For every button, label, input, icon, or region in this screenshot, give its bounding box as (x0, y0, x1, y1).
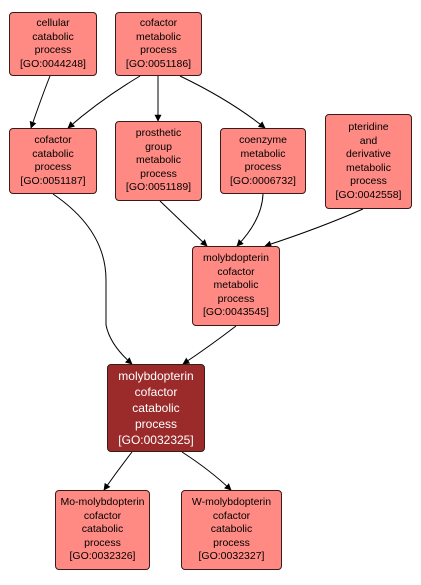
node-prosthetic-group-metabolic-process[interactable]: prosthetic group metabolic process [GO:0… (115, 121, 202, 201)
node-go-id: [GO:0042558] (335, 188, 402, 201)
node-cellular-catabolic-process[interactable]: cellular catabolic process [GO:0044248] (9, 12, 97, 76)
edge-prosthetic-group-to-molybdopterin-metabolic (159, 200, 208, 247)
edge-cofactor-catabolic-to-molybdopterin-catabolic (52, 193, 133, 365)
node-term-label: derivative (346, 148, 391, 160)
edge-coenzyme-to-molybdopterin-metabolic (236, 193, 264, 247)
edge-pteridine-to-molybdopterin-metabolic (264, 208, 364, 248)
node-term-label: pteridine (348, 121, 389, 133)
node-go-id: [GO:0043545] (203, 306, 269, 319)
node-term-label: and (359, 134, 378, 147)
node-term-label: catabolic (132, 401, 180, 415)
edge-cellular-catabolic-to-cofactor-catabolic (29, 75, 51, 129)
node-term-label: process (213, 536, 250, 549)
node-term-label: process (217, 292, 255, 305)
node-molybdopterin-cofactor-metabolic-process[interactable]: molybdopterin cofactor metabolic process… (192, 246, 280, 326)
edge-molybdopterin-metabolic-to-molybdopterin-catabolic (182, 325, 237, 365)
node-go-id: [GO:0032327] (198, 550, 265, 563)
node-term-label: process (84, 536, 121, 549)
node-term-label: metabolic (240, 147, 286, 160)
node-term-label: process (34, 44, 72, 56)
node-mo-molybdopterin-cofactor-catabolic-process[interactable]: Mo-molybdopterin cofactor catabolic proc… (55, 490, 150, 570)
node-term-label: molybdopterin (203, 252, 269, 265)
node-term-label: group (145, 140, 172, 153)
edge-molybdopterin-catabolic-to-w-molybdopterin (181, 451, 232, 491)
node-term-label: cofactor (212, 509, 251, 522)
node-term-label: metabolic (136, 154, 181, 167)
node-term-label: Mo-molybdopterin (60, 496, 145, 509)
node-term-label: cofactor (83, 509, 122, 522)
node-term-label: process (134, 417, 177, 431)
node-term-label: prosthetic (135, 127, 182, 140)
node-term-label: catabolic (81, 523, 124, 536)
node-go-id: [GO:0044248] (20, 57, 86, 70)
node-w-molybdopterin-cofactor-catabolic-process[interactable]: W-molybdopterin cofactor catabolic proce… (181, 490, 282, 570)
node-term-label: coenzyme (239, 134, 287, 146)
node-go-id: [GO:0032325] (118, 433, 194, 447)
node-term-label: metabolic (136, 30, 181, 43)
node-term-label: cofactor (139, 17, 178, 29)
edge-cofactor-metabolic-to-cofactor-catabolic (67, 75, 141, 129)
node-cofactor-catabolic-process[interactable]: cofactor catabolic process [GO:0051187] (9, 128, 97, 194)
node-term-label: catabolic (210, 523, 253, 536)
node-term-label: process (34, 161, 72, 173)
edge-cofactor-metabolic-to-coenzyme (179, 75, 266, 129)
edge-molybdopterin-catabolic-to-mo-molybdopterin (103, 451, 133, 491)
node-term-label: catabolic (32, 147, 74, 160)
node-term-label: molybdopterin (118, 369, 194, 383)
node-pteridine-and-derivative-metabolic-process[interactable]: pteridine and derivative metabolic proce… (325, 114, 412, 209)
node-coenzyme-metabolic-process[interactable]: coenzyme metabolic process [GO:0006732] (220, 128, 306, 194)
node-molybdopterin-cofactor-catabolic-process-focus[interactable]: molybdopterin cofactor catabolic process… (107, 364, 205, 452)
node-term-label: cellular (36, 17, 70, 29)
node-go-id: [GO:0051187] (20, 174, 86, 187)
node-term-label: cofactor (134, 385, 178, 399)
node-term-label: catabolic (32, 30, 74, 43)
node-cofactor-metabolic-process[interactable]: cofactor metabolic process [GO:0051186] (115, 12, 202, 76)
node-term-label: metabolic (213, 279, 259, 292)
node-term-label: cofactor (217, 265, 255, 278)
node-term-label: process (140, 167, 177, 180)
node-go-id: [GO:0051186] (125, 57, 192, 70)
node-term-label: metabolic (346, 161, 391, 174)
node-term-label: process (140, 44, 177, 56)
node-go-id: [GO:0051189] (125, 181, 192, 194)
node-go-id: [GO:0032326] (69, 550, 136, 563)
node-term-label: cofactor (34, 134, 72, 146)
node-go-id: [GO:0006732] (230, 174, 296, 187)
node-term-label: process (350, 175, 387, 187)
node-term-label: process (244, 161, 282, 173)
node-term-label: W-molybdopterin (191, 496, 272, 509)
